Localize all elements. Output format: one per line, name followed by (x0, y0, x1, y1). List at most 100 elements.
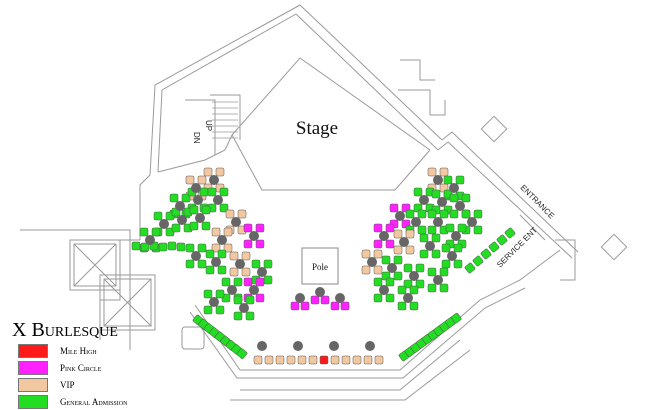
seat[interactable] (385, 277, 395, 287)
seat[interactable] (413, 187, 423, 197)
seat[interactable] (431, 249, 441, 259)
table[interactable] (209, 297, 219, 307)
table[interactable] (411, 217, 421, 227)
table[interactable] (399, 237, 409, 247)
seat[interactable] (431, 189, 441, 199)
table[interactable] (451, 231, 461, 241)
seat[interactable] (341, 355, 351, 365)
seat[interactable] (453, 259, 463, 269)
seat[interactable] (263, 275, 273, 285)
seat[interactable] (169, 193, 179, 203)
seat[interactable] (441, 243, 451, 253)
seat[interactable] (427, 225, 437, 235)
seat[interactable] (201, 221, 211, 231)
seat[interactable] (427, 267, 437, 277)
seat[interactable] (158, 242, 168, 252)
seat[interactable] (243, 277, 253, 287)
seat[interactable] (427, 283, 437, 293)
seat[interactable] (417, 225, 427, 235)
seat[interactable] (203, 289, 213, 299)
seat[interactable] (389, 203, 399, 213)
table[interactable] (257, 341, 267, 351)
table[interactable] (409, 271, 419, 281)
table[interactable] (195, 213, 205, 223)
table[interactable] (177, 215, 187, 225)
seat[interactable] (243, 239, 253, 249)
seat[interactable] (409, 285, 419, 295)
seat[interactable] (219, 203, 229, 213)
table[interactable] (249, 285, 259, 295)
seat[interactable] (439, 167, 449, 177)
seat[interactable] (373, 277, 383, 287)
seat[interactable] (229, 251, 239, 261)
seat[interactable] (189, 221, 199, 231)
seat[interactable] (153, 211, 163, 221)
seat[interactable] (461, 193, 471, 203)
seat[interactable] (393, 271, 403, 281)
seat[interactable] (472, 255, 484, 267)
seat[interactable] (221, 277, 231, 287)
seat[interactable] (431, 233, 441, 243)
seat[interactable] (151, 227, 161, 237)
seat[interactable] (385, 223, 395, 233)
seat[interactable] (397, 301, 407, 311)
seat[interactable] (393, 229, 403, 239)
seat[interactable] (415, 263, 425, 273)
seat[interactable] (215, 167, 225, 177)
table[interactable] (365, 341, 375, 351)
seat[interactable] (480, 248, 492, 260)
table[interactable] (293, 341, 303, 351)
seat[interactable] (233, 295, 243, 305)
seat[interactable] (233, 311, 243, 321)
table[interactable] (437, 197, 447, 207)
table[interactable] (387, 263, 397, 273)
seat[interactable] (439, 209, 449, 219)
table[interactable] (395, 211, 405, 221)
seat[interactable] (381, 255, 391, 265)
seat[interactable] (223, 243, 233, 253)
seat[interactable] (453, 243, 463, 253)
seat[interactable] (439, 283, 449, 293)
seat[interactable] (197, 175, 207, 185)
seat[interactable] (217, 265, 227, 275)
seat[interactable] (405, 229, 415, 239)
table[interactable] (209, 175, 219, 185)
table[interactable] (191, 251, 201, 261)
seat[interactable] (215, 289, 225, 299)
seat[interactable] (300, 301, 310, 311)
seat[interactable] (264, 355, 274, 365)
seat[interactable] (233, 277, 243, 287)
table[interactable] (231, 217, 241, 227)
seat[interactable] (189, 205, 199, 215)
seat[interactable] (245, 295, 255, 305)
seat[interactable] (286, 355, 296, 365)
seat[interactable] (255, 239, 265, 249)
table[interactable] (379, 231, 389, 241)
seat[interactable] (310, 295, 320, 305)
table[interactable] (455, 201, 465, 211)
seat[interactable] (496, 234, 508, 246)
seat[interactable] (167, 241, 177, 251)
seat[interactable] (197, 243, 207, 253)
seat[interactable] (140, 242, 150, 252)
seat[interactable] (403, 279, 413, 289)
seat[interactable] (320, 295, 330, 305)
seat[interactable] (393, 255, 403, 265)
table[interactable] (193, 195, 203, 205)
seat[interactable] (199, 187, 209, 197)
seat[interactable] (504, 227, 516, 239)
table[interactable] (239, 303, 249, 313)
seat[interactable] (225, 209, 235, 219)
seat[interactable] (181, 193, 191, 203)
table[interactable] (425, 241, 435, 251)
table[interactable] (315, 287, 325, 297)
seat[interactable] (352, 355, 362, 365)
seat[interactable] (241, 267, 251, 277)
seat[interactable] (207, 187, 217, 197)
seat[interactable] (215, 305, 225, 315)
seat[interactable] (427, 209, 437, 219)
seat[interactable] (330, 301, 340, 311)
seat[interactable] (290, 301, 300, 311)
seat[interactable] (185, 175, 195, 185)
seat[interactable] (203, 167, 213, 177)
